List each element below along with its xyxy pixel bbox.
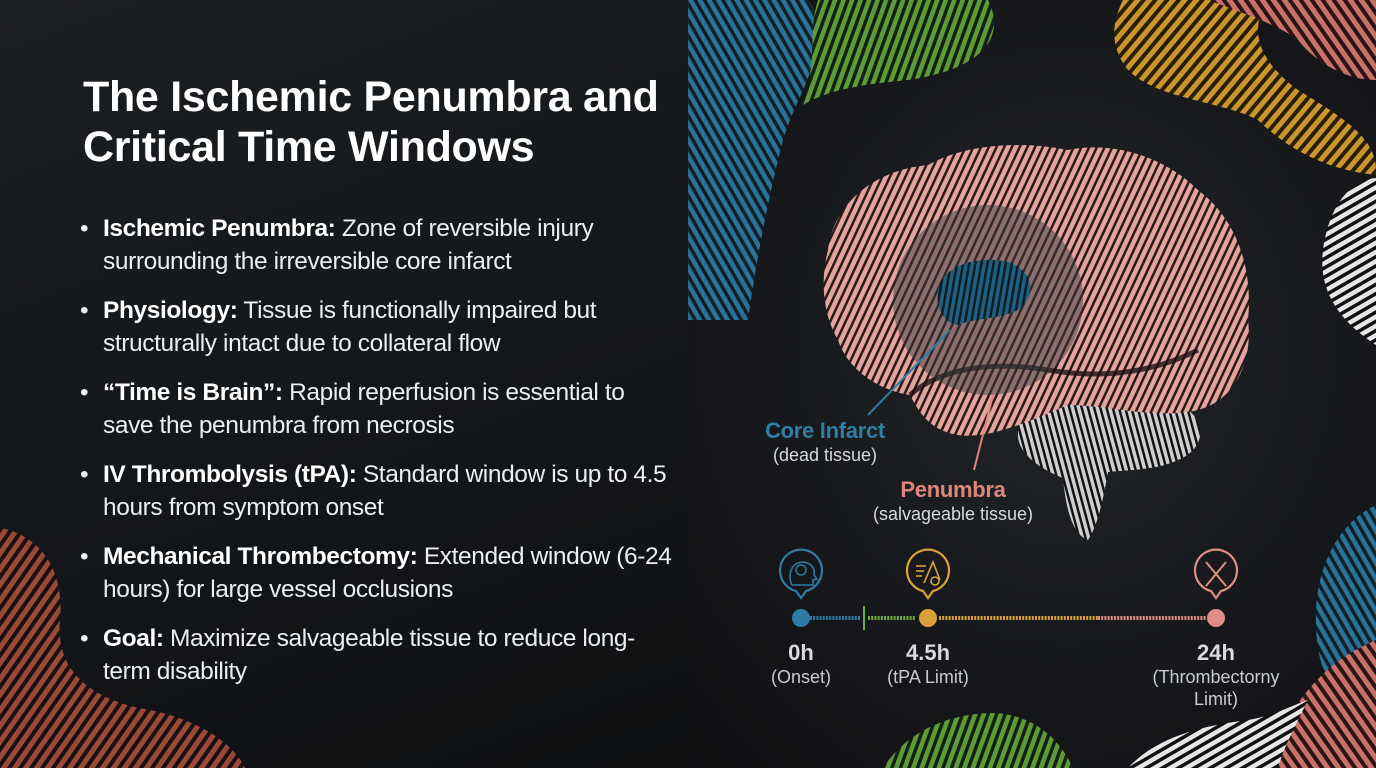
- title-line-2: Critical Time Windows: [83, 123, 535, 171]
- core-infarct-label: Core Infarct (dead tissue): [750, 418, 900, 466]
- bullet-term: IV Thrombolysis (tPA):: [103, 461, 357, 488]
- penumbra-title: Penumbra: [900, 477, 1006, 502]
- cerebellum: [1018, 397, 1201, 540]
- text-panel: The Ischemic Penumbra and Critical Time …: [0, 0, 688, 768]
- bullet-term: Ischemic Penumbra:: [103, 215, 336, 242]
- bullet-text: Standard window is up to 4.5 hours from …: [103, 461, 667, 521]
- illustration-panel: Core Infarct (dead tissue) Penumbra (sal…: [688, 0, 1376, 768]
- bullet-mechanical-thrombectomy: • Mechanical Thrombectomy: Extended wind…: [80, 540, 680, 606]
- timeline-dot-thrombectomy: [1207, 609, 1225, 627]
- timeline-label-tpa: 4.5h (tPA Limit): [868, 640, 988, 688]
- timeline-dot-tpa: [919, 609, 937, 627]
- penumbra-label: Penumbra (salvageable tissue): [858, 477, 1048, 525]
- core-infarct-region: [937, 259, 1031, 325]
- bullet-goal: • Goal: Maximize salvageable tissue to r…: [80, 622, 680, 688]
- bullet-term: Mechanical Thrombectomy:: [103, 543, 418, 570]
- bullet-dot-icon: •: [80, 625, 89, 652]
- core-leader-line: [867, 329, 951, 416]
- bullet-time-is-brain: • “Time is Brain”: Rapid reperfusion is …: [80, 376, 680, 442]
- iv-drip-icon: [905, 548, 951, 600]
- bullet-physiology: • Physiology: Tissue is functionally imp…: [80, 294, 680, 360]
- penumbra-subtitle: (salvageable tissue): [872, 504, 1034, 524]
- left-swirl-decoration: [0, 528, 245, 768]
- bullet-term: “Time is Brain”:: [103, 379, 283, 406]
- bullet-text: Maximize salvageable tissue to reduce lo…: [103, 625, 635, 685]
- background-swirls: [688, 0, 1376, 768]
- bullet-term: Physiology:: [103, 297, 238, 324]
- bullet-iv-thrombolysis: • IV Thrombolysis (tPA): Standard window…: [80, 458, 680, 524]
- timeline-track: [810, 606, 1206, 630]
- bullet-ischemic-penumbra: • Ischemic Penumbra: Zone of reversible …: [80, 212, 680, 278]
- timeline-dot-onset: [792, 609, 810, 627]
- timeline-time: 24h: [1197, 640, 1235, 665]
- bullet-dot-icon: •: [80, 461, 89, 488]
- timeline-caption-line2: Limit): [1194, 689, 1238, 709]
- bullet-dot-icon: •: [80, 379, 89, 406]
- title-line-1: The Ischemic Penumbra and: [83, 73, 659, 121]
- timeline-time: 0h: [788, 640, 814, 665]
- penumbra-leader-line: [973, 394, 994, 471]
- bullet-list: • Ischemic Penumbra: Zone of reversible …: [80, 212, 680, 704]
- bullet-dot-icon: •: [80, 297, 89, 324]
- timeline-label-thrombectomy: 24h (Thrombectorny Limit): [1146, 640, 1286, 710]
- timeline-caption-line1: (Thrombectorny: [1152, 667, 1280, 687]
- slide-title: The Ischemic Penumbra and Critical Time …: [83, 72, 659, 172]
- head-brain-icon: [778, 548, 824, 600]
- timeline-label-onset: 0h (Onset): [751, 640, 851, 688]
- timeline-caption: (tPA Limit): [887, 667, 969, 687]
- timeline-time: 4.5h: [905, 640, 951, 665]
- bullet-dot-icon: •: [80, 543, 89, 570]
- surgical-tools-icon: [1193, 548, 1239, 600]
- bullet-text: Tissue is functionally impaired but stru…: [103, 297, 597, 357]
- bullet-text: Extended window (6-24 hours) for large v…: [103, 543, 672, 603]
- timeline-caption: (Onset): [770, 667, 831, 687]
- bullet-term: Goal:: [103, 625, 164, 652]
- bullet-text: Rapid reperfusion is essential to save t…: [103, 379, 625, 439]
- bullet-dot-icon: •: [80, 215, 89, 242]
- core-infarct-subtitle: (dead tissue): [772, 445, 878, 465]
- bullet-text: Zone of reversible injury surrounding th…: [103, 215, 594, 275]
- core-infarct-title: Core Infarct: [765, 418, 885, 443]
